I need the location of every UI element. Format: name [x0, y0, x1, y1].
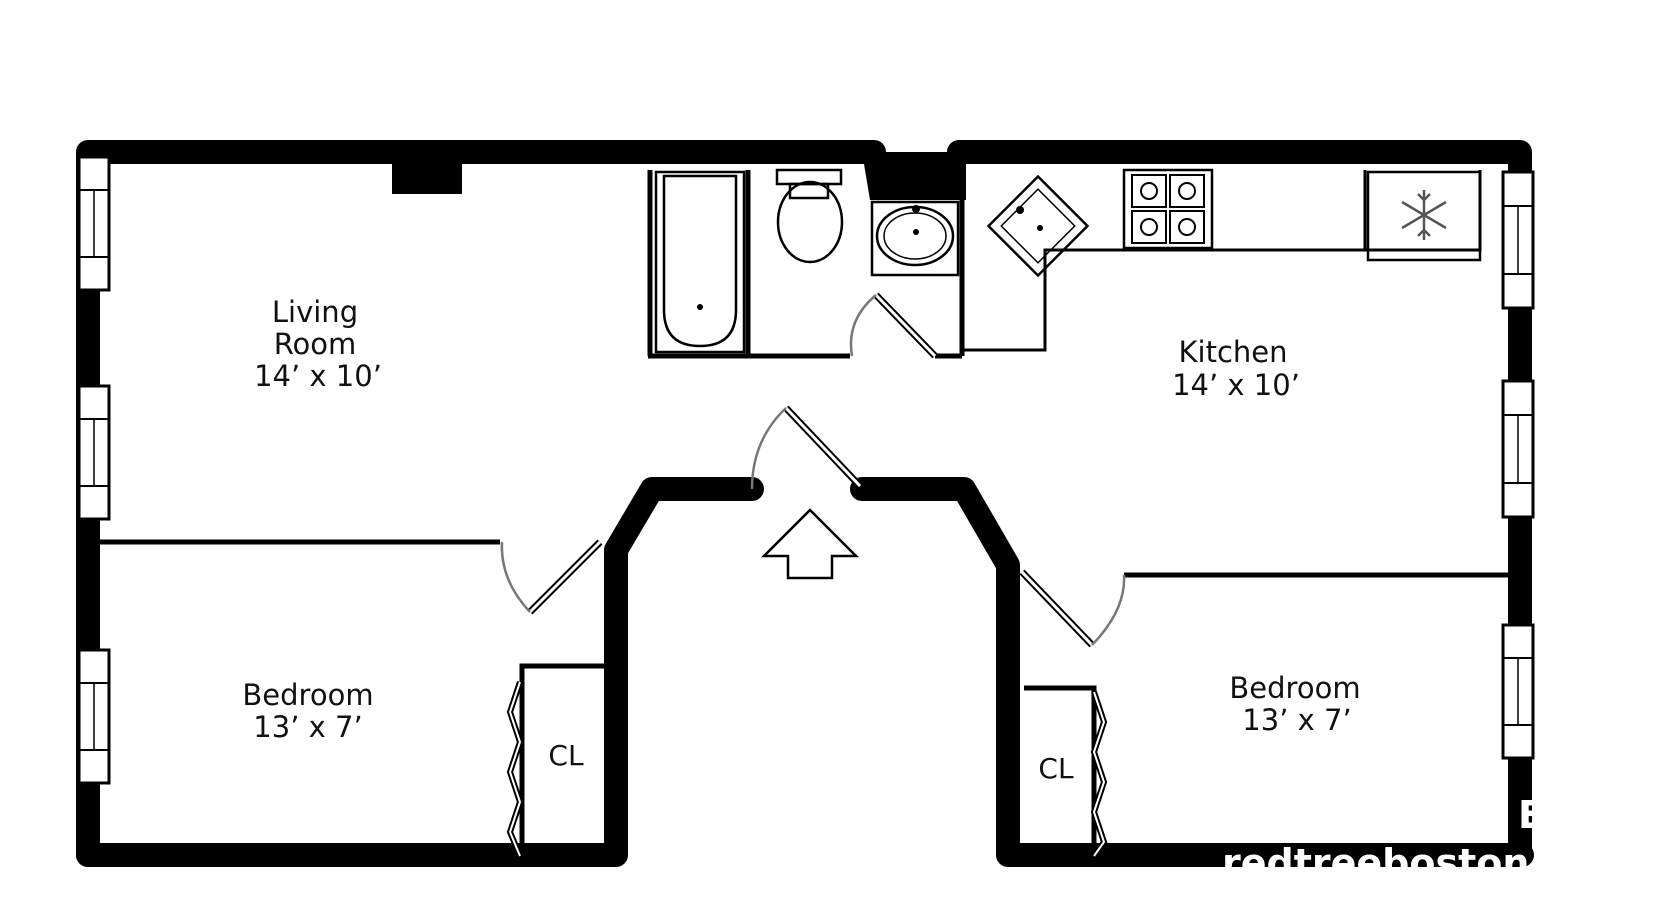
bathroom-fixtures: [654, 168, 960, 354]
interior-walls: [98, 170, 1510, 858]
bedroom-left-name: Bedroom: [242, 678, 373, 712]
living-room-size: 14’ x 10’: [254, 359, 382, 393]
window-icon: [77, 155, 111, 292]
window-icon: [1501, 379, 1535, 519]
snowflake-icon: [1401, 190, 1447, 240]
kitchen-size: 14’ x 10’: [1172, 368, 1300, 402]
closet-door-icon: [1090, 691, 1108, 858]
stove-icon: [1122, 168, 1214, 250]
bathtub-icon: [654, 170, 746, 354]
watermark-text: redtreeboston: [1222, 841, 1529, 885]
door-icon: [849, 292, 938, 359]
door-icon: [1019, 569, 1126, 648]
kitchen-name: Kitchen: [1179, 335, 1288, 369]
refrigerator: [1366, 170, 1482, 262]
window-icon: [1501, 623, 1535, 760]
entry-arrow-icon: [760, 508, 860, 580]
closet-right-label: CL: [1038, 752, 1074, 785]
bedroom-right-name: Bedroom: [1229, 671, 1360, 705]
window-icon: [77, 648, 111, 785]
sink-icon: [870, 200, 960, 277]
room-labels: Living Room 14’ x 10’ Kitchen 14’ x 10’ …: [242, 295, 1360, 785]
window-icon: [77, 384, 111, 521]
toilet-icon: [775, 168, 844, 264]
sink-icon: [986, 174, 1090, 278]
closet-door-icon: [506, 681, 524, 858]
windows: [77, 155, 1535, 785]
bedroom-right-size: 13’ x 7’: [1242, 703, 1351, 737]
watermark: E redtreeboston: [1222, 793, 1544, 885]
window-icon: [1501, 170, 1535, 310]
bedroom-left-size: 13’ x 7’: [253, 710, 362, 744]
door-icon: [500, 539, 603, 615]
doors: [500, 292, 1126, 858]
living-room-name-line2: Room: [274, 327, 357, 361]
living-room-name-line1: Living: [272, 295, 358, 329]
kitchen-fixtures: [986, 168, 1482, 278]
closet-left-label: CL: [548, 739, 584, 772]
door-icon: [750, 405, 863, 490]
watermark-corner-text: E: [1518, 793, 1544, 837]
exterior-walls: [76, 140, 1534, 867]
